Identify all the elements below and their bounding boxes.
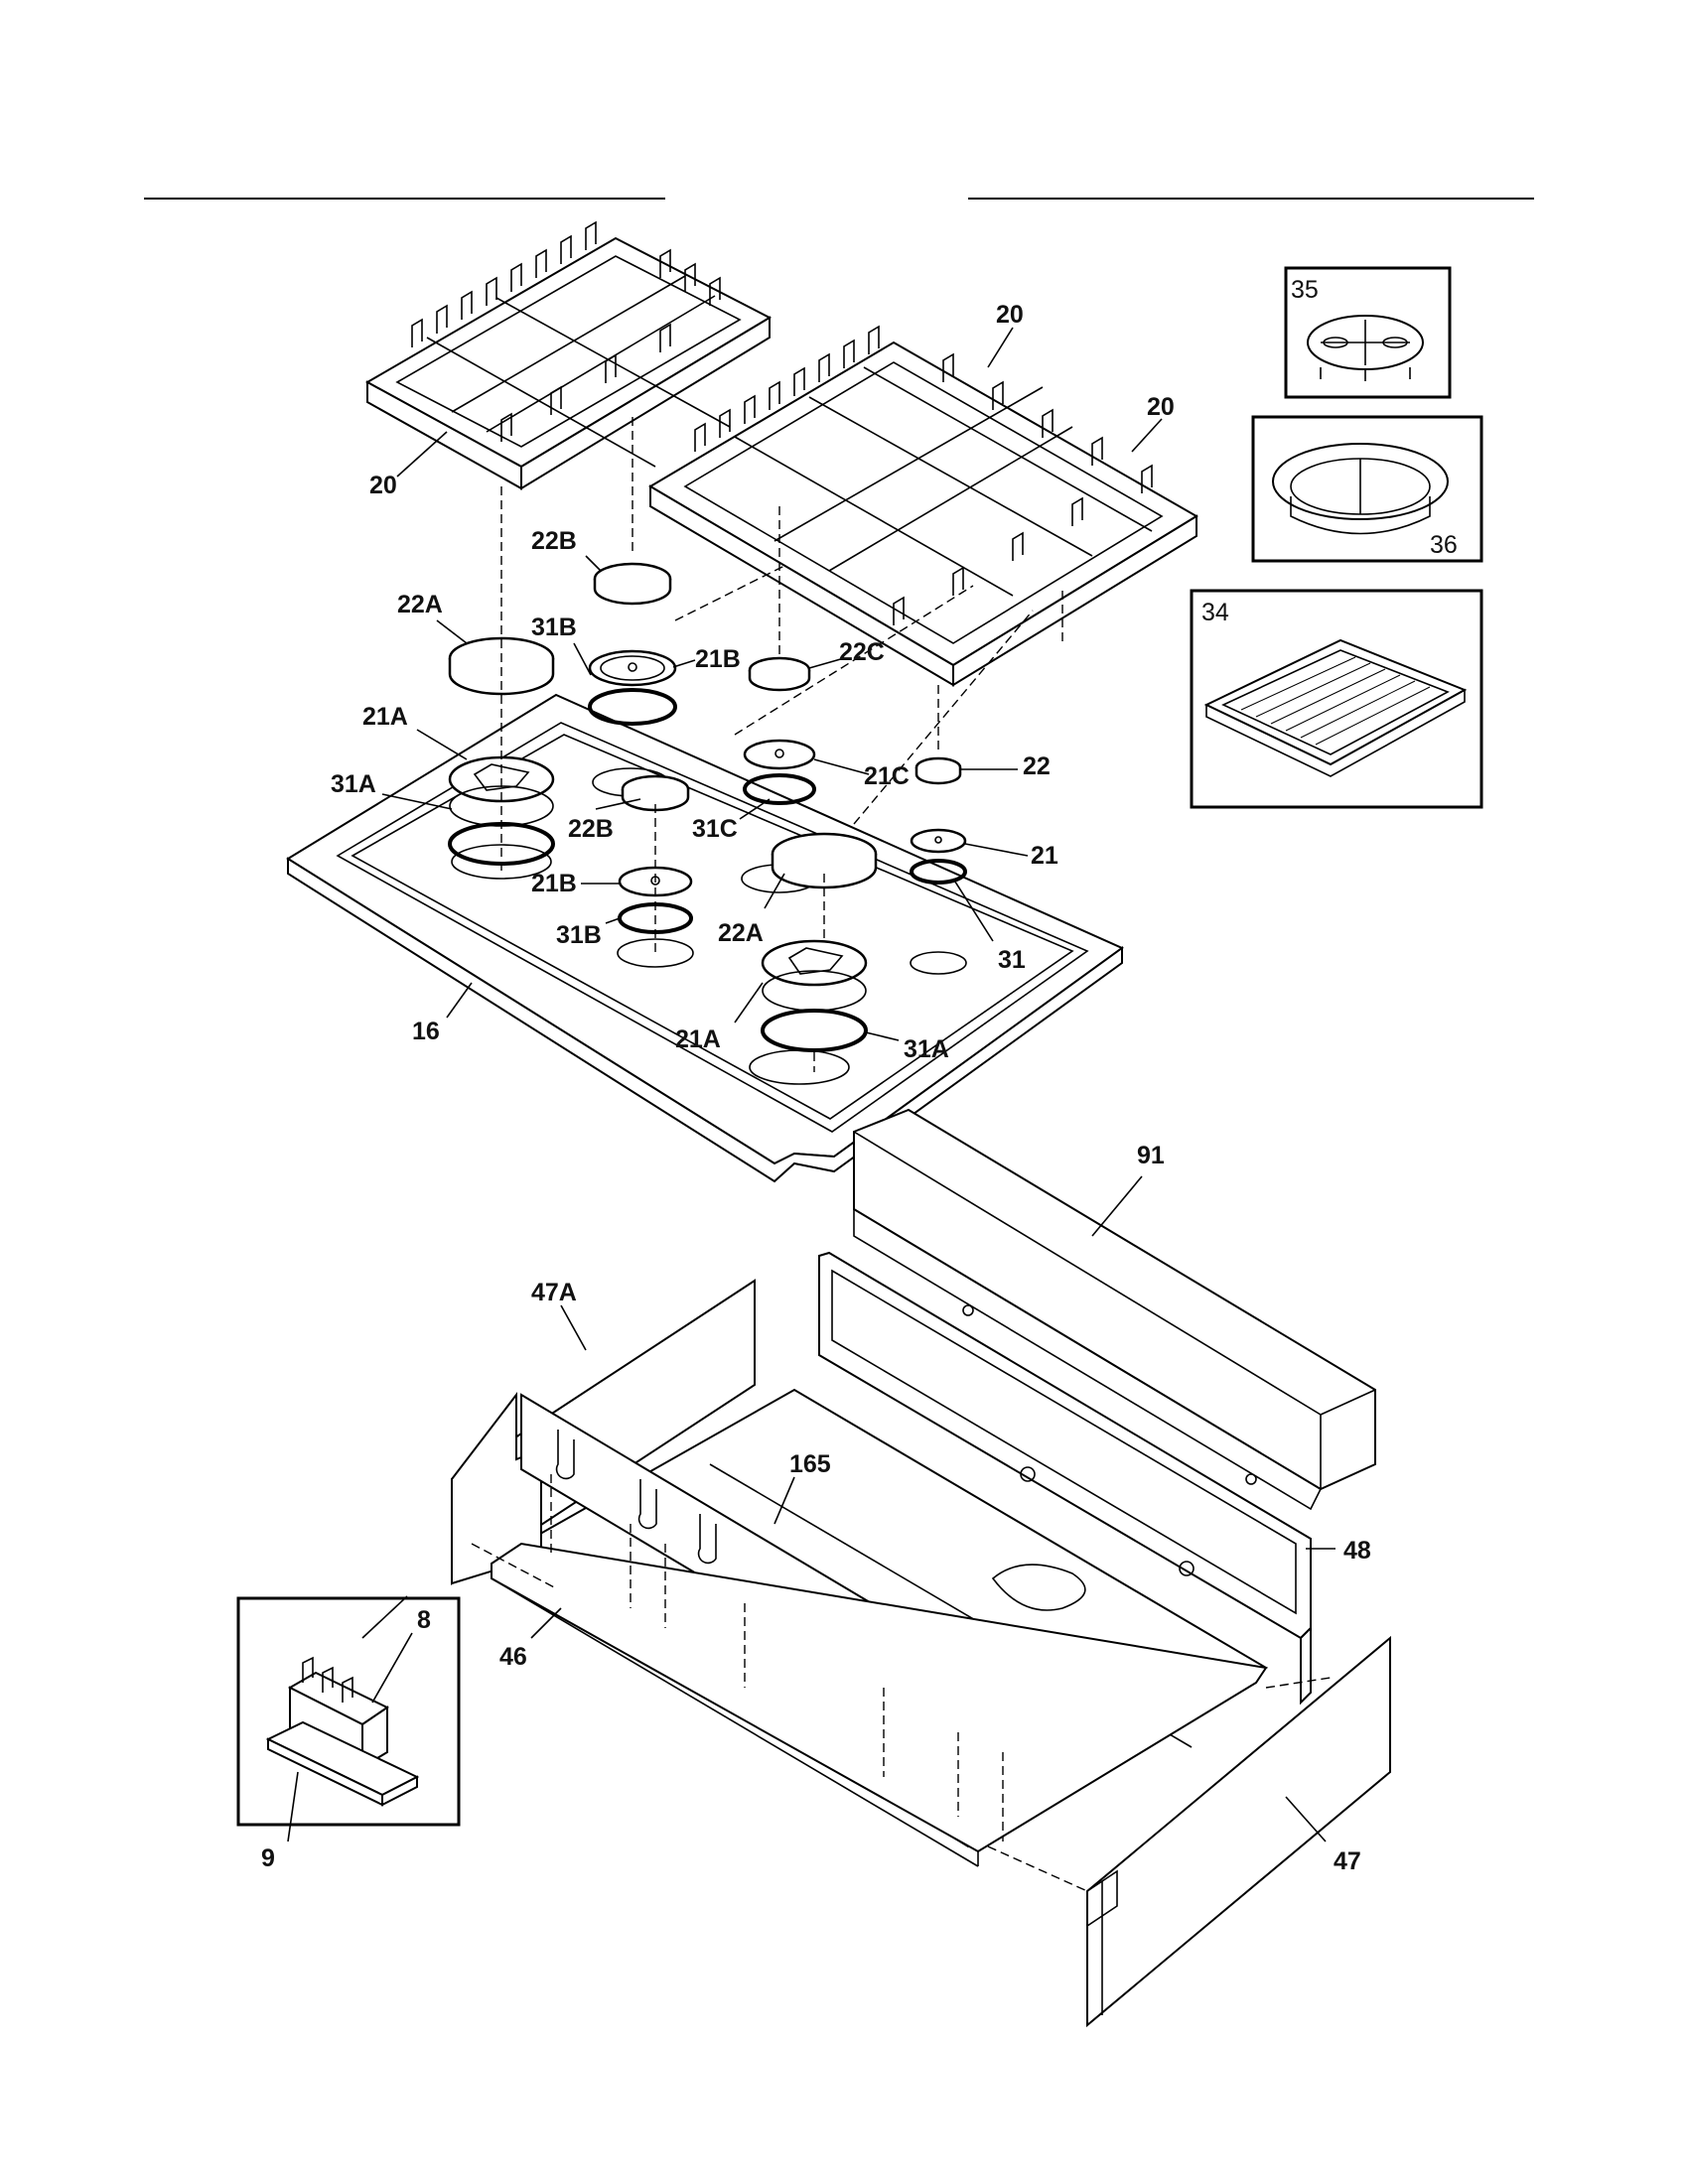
label-21c: 21C (864, 762, 910, 790)
label-8: 8 (417, 1606, 431, 1634)
label-20-left: 20 (369, 472, 397, 499)
grate-right-20 (648, 325, 1198, 687)
label-16: 16 (412, 1018, 440, 1045)
alignment-lines-top (500, 417, 1063, 1072)
ring-31b-top (588, 688, 677, 726)
label-91: 91 (1137, 1142, 1165, 1169)
label-21b-top: 21B (695, 645, 741, 673)
label-21: 21 (1031, 842, 1058, 870)
grate-left-20 (364, 220, 773, 490)
label-22b-mid: 22B (568, 815, 614, 843)
label-22b-top: 22B (531, 527, 577, 555)
label-47: 47 (1334, 1847, 1361, 1875)
front-panel-46 (491, 1393, 1268, 1867)
label-20-top: 20 (996, 301, 1024, 329)
burner-cap-22b-top (593, 562, 672, 606)
burner-cap-22a-mid (771, 832, 878, 889)
label-34: 34 (1201, 599, 1229, 626)
inset-box-34 (1190, 589, 1483, 809)
burner-cap-22 (914, 756, 962, 785)
label-21a-top: 21A (362, 703, 408, 731)
burner-cap-22c (748, 656, 811, 692)
label-165: 165 (789, 1450, 831, 1478)
label-20-right: 20 (1147, 393, 1175, 421)
ring-31 (910, 859, 967, 885)
label-47a: 47A (531, 1279, 577, 1306)
label-22a-top: 22A (397, 591, 443, 618)
cooktop-top-16 (286, 693, 1124, 1183)
label-31: 31 (998, 946, 1026, 974)
label-31b-top: 31B (531, 614, 577, 641)
label-46: 46 (499, 1643, 527, 1671)
inset-box-35 (1284, 266, 1452, 399)
label-21a-bot: 21A (675, 1025, 721, 1053)
inset-box-8-9 (236, 1596, 461, 1827)
label-9: 9 (261, 1844, 275, 1872)
burner-head-21 (910, 828, 967, 854)
label-31b-mid: 31B (556, 921, 602, 949)
label-22: 22 (1023, 752, 1051, 780)
ring-31a-bot (761, 1009, 868, 1052)
label-21b-mid: 21B (531, 870, 577, 897)
callout-labels: 20 20 20 22B 22A 31B 21B 22C 21A 31A 21C… (261, 276, 1458, 1875)
ring-31c (743, 773, 816, 805)
label-31c: 31C (692, 815, 738, 843)
burner-head-21b-top (588, 649, 677, 687)
label-31a-left: 31A (331, 770, 376, 798)
burner-cap-22b-mid (621, 774, 690, 812)
alignment-lines-bottom (471, 1474, 1332, 1892)
leader-lines (287, 327, 1336, 1843)
label-31a-bot: 31A (904, 1035, 949, 1063)
backguard-91 (853, 1108, 1376, 1511)
burner-head-21a-bot (761, 939, 868, 1012)
rear-panel-48 (818, 1251, 1312, 1706)
side-panel-47 (1086, 1635, 1391, 2028)
inset-box-36 (1251, 415, 1483, 563)
side-panel-47a (451, 1279, 756, 1585)
label-22c: 22C (839, 638, 885, 666)
label-36: 36 (1430, 531, 1458, 559)
label-35: 35 (1291, 276, 1319, 304)
label-48: 48 (1343, 1537, 1371, 1565)
burner-head-21c (743, 739, 816, 770)
label-22a-mid: 22A (718, 919, 764, 947)
